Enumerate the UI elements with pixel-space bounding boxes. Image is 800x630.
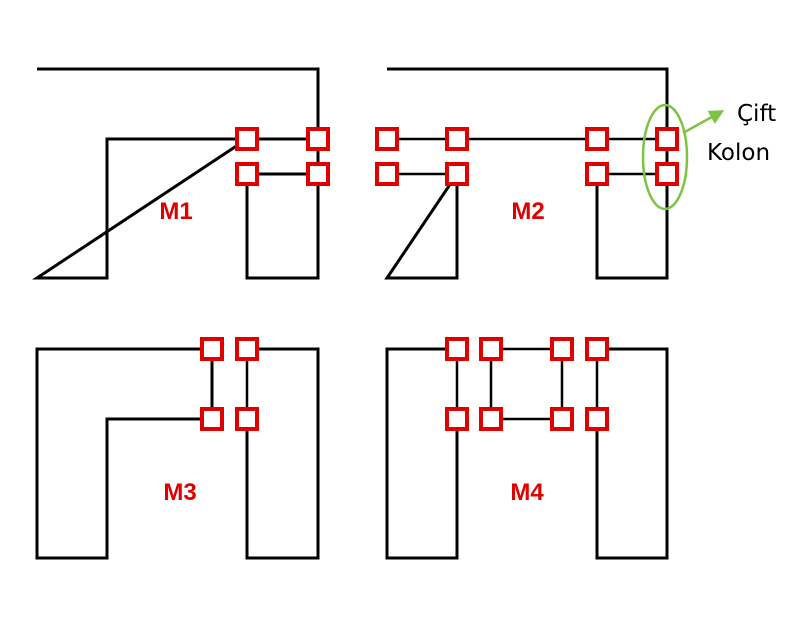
callout-line-1: Çift bbox=[737, 101, 776, 127]
block-m2: M2 bbox=[375, 67, 679, 280]
arrow-icon bbox=[682, 110, 725, 135]
column bbox=[235, 162, 259, 186]
column bbox=[445, 162, 469, 186]
column bbox=[585, 162, 609, 186]
column bbox=[550, 337, 574, 361]
column bbox=[655, 162, 679, 186]
column bbox=[200, 407, 224, 431]
block-m4: M4 bbox=[385, 337, 669, 560]
column bbox=[585, 407, 609, 431]
column bbox=[445, 127, 469, 151]
column bbox=[479, 337, 503, 361]
module-label-m3: M3 bbox=[163, 479, 196, 506]
column bbox=[445, 337, 469, 361]
column bbox=[235, 407, 259, 431]
column bbox=[200, 337, 224, 361]
column bbox=[375, 127, 399, 151]
double-column-callout: Çift Kolon bbox=[641, 101, 776, 211]
column bbox=[235, 127, 259, 151]
module-label-m2: M2 bbox=[511, 198, 544, 225]
block-m1: M1 bbox=[32, 67, 330, 280]
column bbox=[479, 407, 503, 431]
module-label-m4: M4 bbox=[510, 479, 544, 506]
callout-line-2: Kolon bbox=[707, 140, 770, 166]
column bbox=[585, 127, 609, 151]
column bbox=[585, 337, 609, 361]
highlight-ellipse bbox=[641, 103, 689, 211]
module-label-m1: M1 bbox=[159, 198, 192, 225]
column bbox=[655, 127, 679, 151]
block-m3-outline bbox=[35, 347, 320, 560]
column bbox=[235, 337, 259, 361]
column bbox=[306, 162, 330, 186]
block-m4-outline bbox=[385, 347, 669, 560]
column bbox=[550, 407, 574, 431]
block-m2-outline bbox=[384, 67, 669, 280]
column bbox=[306, 127, 330, 151]
block-m3: M3 bbox=[35, 337, 320, 560]
column bbox=[375, 162, 399, 186]
column bbox=[445, 407, 469, 431]
